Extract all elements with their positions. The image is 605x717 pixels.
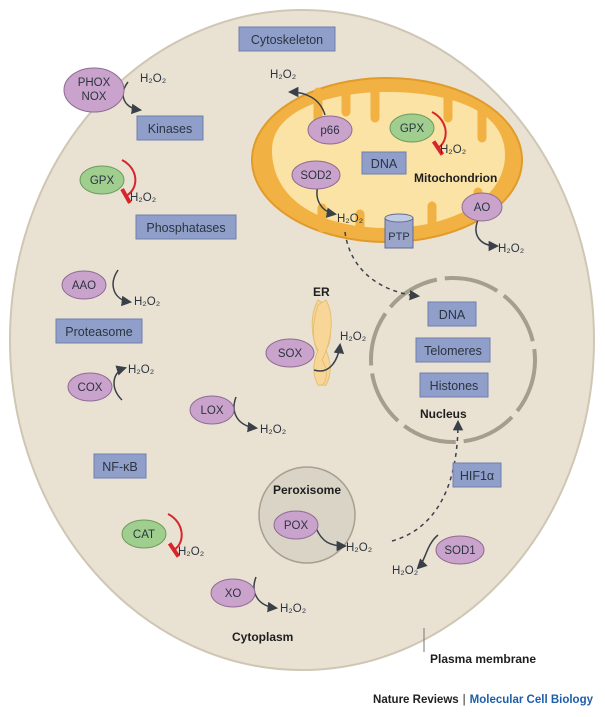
enzyme-p66: p66 — [307, 115, 353, 145]
svg-text:Proteasome: Proteasome — [65, 325, 132, 339]
nucleus — [369, 276, 537, 444]
label-cytoplasm: Cytoplasm — [232, 630, 293, 644]
phox-arc — [122, 81, 143, 115]
svg-text:POX: POX — [284, 520, 309, 532]
gpx-mito-inhibit — [431, 111, 447, 156]
svg-text:DNA: DNA — [371, 157, 398, 171]
gpx-cyto-inhibit — [120, 159, 137, 204]
box-kinases: Kinases — [136, 115, 204, 141]
svg-text:LOX: LOX — [200, 405, 223, 417]
sox-arc — [313, 342, 345, 372]
cat-inhibit — [167, 513, 183, 558]
svg-text:CAT: CAT — [133, 529, 155, 541]
svg-text:Kinases: Kinases — [148, 122, 192, 136]
svg-text:SOD2: SOD2 — [300, 170, 331, 182]
enzyme-aao: AAO — [61, 270, 107, 300]
enzyme-sod1: SOD1 — [435, 535, 485, 565]
svg-text:GPX: GPX — [400, 123, 425, 135]
enzyme-lox: LOX — [189, 395, 235, 425]
label-nucleus: Nucleus — [420, 407, 467, 421]
svg-text:HIF1α: HIF1α — [460, 469, 494, 483]
h2o2-sox: H₂O₂ — [340, 331, 366, 343]
h2o2-gpx-mito: H₂O₂ — [440, 144, 466, 156]
h2o2-ao: H₂O₂ — [498, 243, 524, 255]
pox-arc — [315, 527, 348, 552]
h2o2-lox: H₂O₂ — [260, 424, 286, 436]
enzyme-phox-nox: PHOX NOX — [63, 67, 125, 113]
box-nfkb: NF-κB — [93, 453, 147, 479]
ao-arc — [475, 219, 500, 252]
box-dna-nucleus: DNA — [427, 301, 477, 327]
enzyme-sod2: SOD2 — [291, 160, 341, 190]
enzyme-gpx-mito: GPX — [389, 113, 435, 143]
h2o2-pox: H₂O₂ — [346, 542, 372, 554]
sod1-arc — [416, 534, 439, 570]
box-dna-mito: DNA — [361, 151, 407, 175]
footer-separator: | — [462, 694, 466, 706]
box-histones: Histones — [419, 372, 489, 398]
label-mitochondrion: Mitochondrion — [414, 171, 497, 185]
lox-arc — [233, 396, 259, 433]
h2o2-phox: H₂O₂ — [140, 73, 166, 85]
svg-text:GPX: GPX — [90, 175, 115, 187]
h2o2-cat: H₂O₂ — [178, 546, 204, 558]
svg-text:Cytoskeleton: Cytoskeleton — [251, 33, 323, 47]
h2o2-cox: H₂O₂ — [128, 364, 154, 376]
enzyme-gpx-cyto: GPX — [79, 165, 125, 195]
footer-publisher: Nature Reviews — [373, 694, 459, 706]
svg-text:AO: AO — [474, 202, 491, 214]
ptp-channel: PTP — [384, 213, 414, 249]
svg-text:p66: p66 — [320, 125, 339, 137]
svg-text:Phosphatases: Phosphatases — [146, 221, 225, 235]
svg-text:DNA: DNA — [439, 308, 466, 322]
svg-text:NOX: NOX — [82, 91, 107, 103]
er — [311, 299, 332, 386]
p66-arc — [287, 86, 326, 116]
mito-to-nucleus-arrow — [344, 231, 421, 301]
box-telomeres: Telomeres — [415, 337, 491, 363]
svg-text:XO: XO — [225, 588, 242, 600]
footer-journal: Molecular Cell Biology — [469, 694, 593, 706]
enzyme-xo: XO — [210, 578, 256, 608]
h2o2-gpx-cyto: H₂O₂ — [130, 192, 156, 204]
enzyme-cox: COX — [67, 372, 113, 402]
label-plasma-membrane: Plasma membrane — [430, 652, 536, 666]
aao-arc — [112, 269, 133, 307]
h2o2-p66: H₂O₂ — [270, 69, 296, 81]
h2o2-xo: H₂O₂ — [280, 603, 306, 615]
enzyme-cat: CAT — [121, 519, 167, 549]
svg-text:COX: COX — [78, 382, 103, 394]
svg-text:Telomeres: Telomeres — [424, 344, 482, 358]
svg-text:SOX: SOX — [278, 348, 303, 360]
svg-text:NF-κB: NF-κB — [102, 460, 137, 474]
cox-arc — [113, 365, 128, 401]
label-peroxisome: Peroxisome — [273, 483, 341, 497]
box-hif1a: HIF1α — [452, 462, 502, 488]
box-phosphatases: Phosphatases — [135, 214, 237, 240]
svg-text:Histones: Histones — [430, 379, 479, 393]
h2o2-sod2: H₂O₂ — [337, 213, 363, 225]
enzyme-ao: AO — [461, 192, 503, 222]
xo-arc — [253, 576, 279, 613]
box-cytoskeleton: Cytoskeleton — [238, 26, 336, 52]
label-er: ER — [313, 285, 330, 299]
svg-text:SOD1: SOD1 — [444, 545, 475, 557]
svg-text:PHOX: PHOX — [78, 77, 111, 89]
h2o2-aao: H₂O₂ — [134, 296, 160, 308]
box-proteasome: Proteasome — [55, 318, 143, 344]
h2o2-sod1: H₂O₂ — [392, 565, 418, 577]
footer-credit: Nature Reviews|Molecular Cell Biology — [373, 694, 593, 706]
enzyme-sox: SOX — [265, 338, 315, 368]
svg-text:AAO: AAO — [72, 280, 96, 292]
svg-text:PTP: PTP — [388, 231, 409, 243]
enzyme-pox: POX — [273, 510, 319, 540]
